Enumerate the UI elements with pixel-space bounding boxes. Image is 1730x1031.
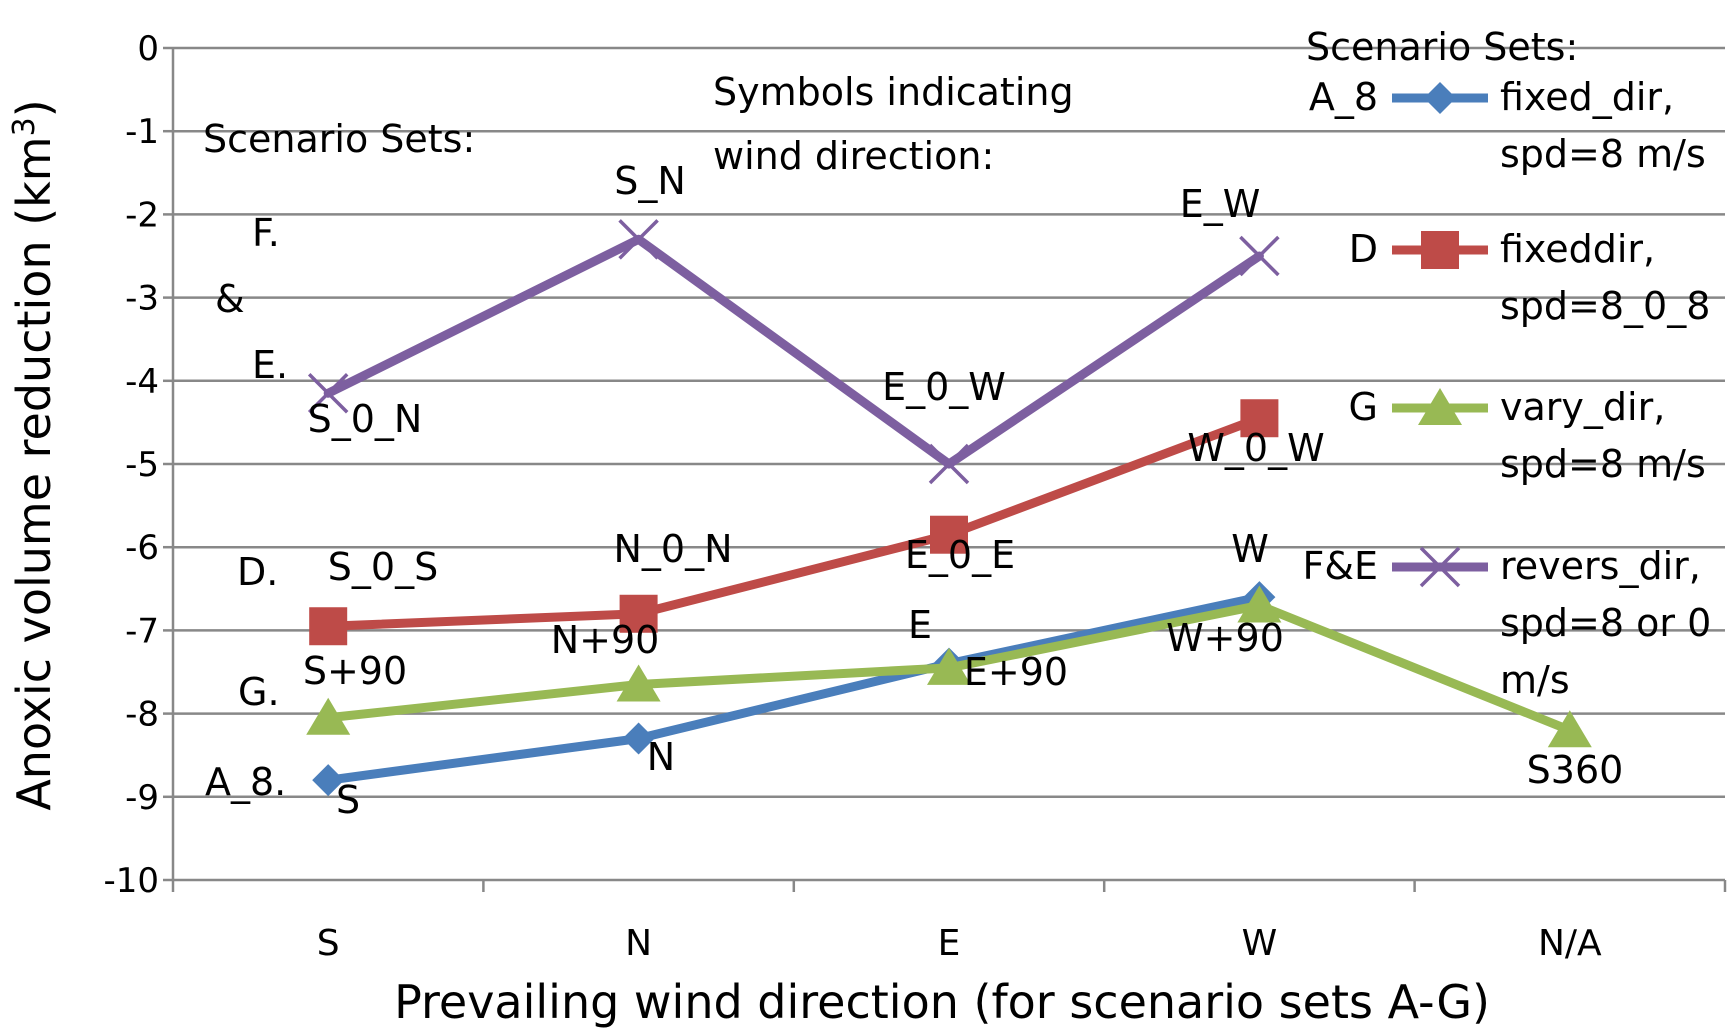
point-label: E — [908, 603, 932, 647]
data-point-x — [618, 219, 659, 260]
point-label: N+90 — [551, 618, 660, 662]
series-triangle — [306, 585, 1592, 748]
y-axis-label-close: ) — [7, 99, 61, 117]
legend-entry-label: spd=8 m/s — [1500, 442, 1706, 486]
point-label: S360 — [1527, 748, 1624, 792]
y-tick-label: -6 — [125, 528, 159, 568]
legend-entry-label: spd=8 or 0 — [1500, 601, 1711, 645]
series-diamond — [312, 581, 1276, 797]
point-label: S_0_S — [328, 545, 438, 589]
legend-title: Scenario Sets: — [1306, 25, 1578, 69]
data-point-x — [307, 373, 349, 414]
point-label: E_W — [1180, 182, 1261, 226]
point-label: S — [336, 778, 360, 822]
series-line — [323, 413, 1264, 631]
data-point-square — [1421, 231, 1459, 269]
scenario-set-label: A_8. — [205, 760, 286, 804]
legend-entry-label: spd=8_0_8 — [1500, 284, 1710, 328]
data-point-diamond — [622, 722, 655, 755]
scenario-set-label: D. — [237, 550, 278, 594]
data-point-triangle — [1418, 388, 1462, 425]
data-point-x — [928, 443, 970, 485]
y-tick-label: -3 — [125, 279, 159, 319]
y-tick-label: -9 — [125, 778, 159, 818]
x-axis-label: Prevailing wind direction (for scenario … — [394, 975, 1490, 1029]
legend-set-label: D — [1349, 227, 1378, 271]
legend-set-label: A_8 — [1309, 75, 1378, 119]
data-point-square — [309, 607, 348, 646]
data-point-square — [930, 515, 968, 554]
point-label: N_0_N — [613, 527, 732, 571]
scenario-set-label: E. — [252, 343, 288, 387]
y-axis-label-main: Anoxic volume reduction (km — [7, 136, 61, 810]
series-line — [323, 592, 1264, 785]
y-tick-labels: 0 -1 -2 -3 -4 -5 -6 -7 -8 -9 -10 — [103, 29, 159, 901]
legend-entry-label: vary_dir, — [1500, 385, 1665, 429]
point-label: E_0_W — [882, 365, 1006, 409]
point-label: S+90 — [303, 649, 407, 693]
y-tick-label: -8 — [125, 695, 159, 735]
x-tick-label: S — [317, 923, 340, 964]
y-axis-label-sup: 3 — [7, 117, 42, 136]
data-point-square — [619, 594, 658, 633]
data-point-x — [1239, 235, 1280, 277]
point-label: E+90 — [964, 650, 1068, 694]
data-point-triangle — [616, 664, 661, 702]
y-axis-label: Anoxic volume reduction (km3) — [7, 99, 61, 810]
point-label: S_N — [614, 159, 686, 203]
legend-item: F&E revers_dir, spd=8 or 0 m/s — [1303, 544, 1712, 702]
series-line — [323, 234, 1264, 469]
symbols-label: Symbols indicating — [713, 70, 1074, 114]
y-tick-label: -7 — [125, 611, 159, 651]
scenario-set-label: & — [215, 277, 245, 321]
point-label: W+90 — [1166, 616, 1284, 660]
x-tick-labels: S N E W N/A — [317, 923, 1602, 964]
point-label: S_0_N — [308, 397, 423, 441]
series-square — [309, 399, 1279, 646]
legend-entry-label: revers_dir, — [1500, 544, 1701, 588]
point-label: N — [647, 735, 675, 779]
y-tick-label: -1 — [125, 112, 159, 152]
scenario-set-label: F. — [252, 211, 280, 255]
legend-set-label: G — [1349, 385, 1378, 429]
series-layer — [306, 219, 1592, 797]
data-point-triangle — [306, 697, 351, 735]
point-label: W — [1231, 527, 1269, 571]
y-tick-label: -2 — [125, 195, 159, 235]
data-point-triangle — [927, 647, 971, 685]
legend-item: A_8 fixed_dir, spd=8 m/s — [1309, 75, 1706, 176]
x-tick-label: W — [1242, 923, 1278, 964]
y-tick-label: 0 — [137, 29, 159, 69]
y-tick-label: -10 — [103, 861, 159, 901]
x-tick-label: N — [625, 923, 652, 964]
legend-entry-label: m/s — [1500, 658, 1570, 702]
legend-entry-label: fixeddir, — [1500, 227, 1655, 271]
series-x — [307, 219, 1280, 485]
symbols-label: wind direction: — [713, 134, 994, 178]
axes — [163, 46, 1727, 892]
data-point-triangle — [1547, 710, 1592, 748]
x-tick-label: N/A — [1538, 923, 1602, 964]
y-tick-label: -4 — [125, 362, 159, 402]
annotations: Scenario Sets: Symbols indicating wind dir… — [203, 70, 1623, 822]
scenario-sets-label: Scenario Sets: — [203, 117, 475, 161]
data-point-x — [1419, 546, 1461, 588]
legend-entry-label: fixed_dir, — [1500, 75, 1674, 119]
data-point-square — [1240, 399, 1279, 438]
data-point-diamond — [312, 764, 345, 797]
y-tick-label: -5 — [125, 445, 159, 485]
data-point-diamond — [1424, 82, 1456, 114]
data-point-triangle — [1237, 585, 1282, 623]
point-label: W_0_W — [1187, 426, 1324, 470]
x-tick-label: E — [938, 923, 961, 964]
legend-entry-label: spd=8 m/s — [1500, 132, 1706, 176]
scenario-set-label: G. — [238, 670, 280, 714]
legend-set-label: F&E — [1303, 544, 1379, 588]
point-label: E_0_E — [905, 533, 1015, 577]
